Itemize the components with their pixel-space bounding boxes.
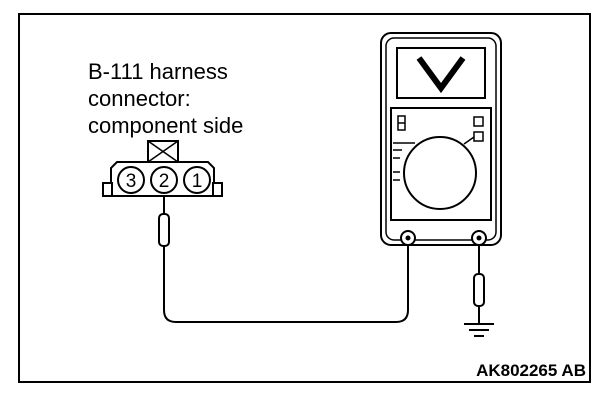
- multimeter-icon: [380, 32, 502, 246]
- ground-symbol-icon: [464, 245, 494, 337]
- caption-line-1: B-111 harness: [88, 59, 228, 84]
- rotary-dial: [403, 136, 477, 210]
- probe-icon: [158, 196, 170, 247]
- probe-body: [158, 213, 170, 247]
- diagram-border: [18, 13, 591, 383]
- caption-line-3: component side: [88, 113, 243, 138]
- pin-label-3: 3: [126, 171, 137, 192]
- pin-label-1: 1: [192, 171, 203, 192]
- harness-connector-icon: 3 2 1: [102, 140, 223, 197]
- figure-code: AK802265 AB: [476, 361, 586, 380]
- connector-pin-1: [183, 166, 211, 194]
- caption-line-2: connector:: [88, 86, 191, 111]
- pin-label-2: 2: [159, 171, 170, 192]
- ground-probe-body: [473, 273, 485, 307]
- connector-pin-2: [150, 166, 178, 194]
- voltage-v-icon: [416, 56, 466, 94]
- connector-pin-3: [117, 166, 145, 194]
- test-lead-wire: [163, 243, 409, 323]
